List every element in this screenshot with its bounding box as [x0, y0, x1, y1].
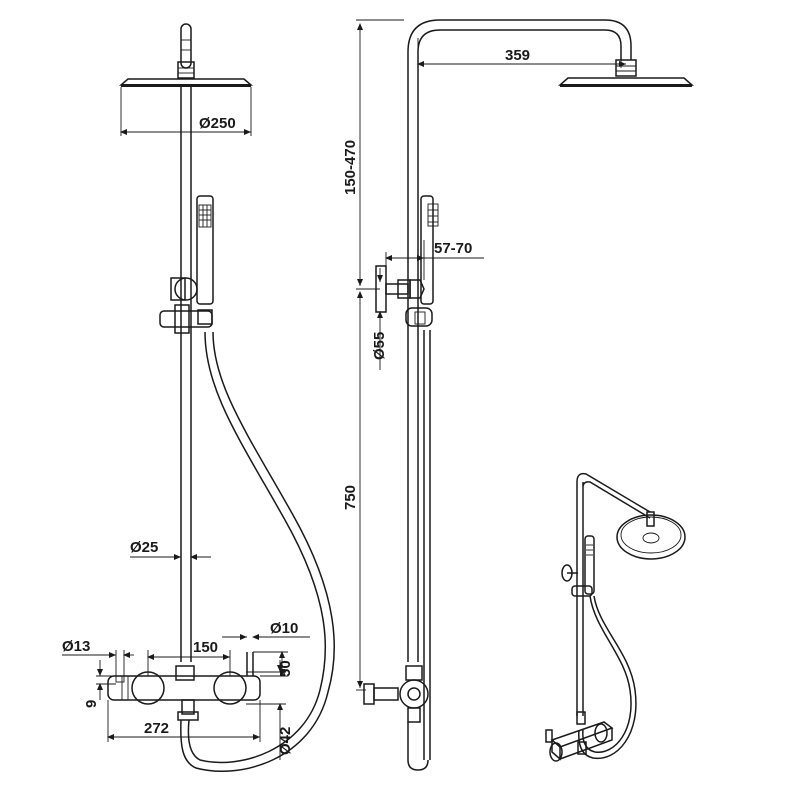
mixer-height-label: 50 — [277, 660, 294, 677]
inlet-spacing-label: 150 — [193, 639, 218, 656]
arm-length-label: 359 — [505, 47, 530, 64]
height-range-label: 150-470 — [342, 140, 359, 195]
wall-offset-label: 57-70 — [434, 240, 472, 257]
front-view — [107, 23, 335, 772]
perspective-hand-shower — [584, 535, 595, 595]
knob-diameter-label: Ø42 — [277, 727, 294, 755]
front-dimensions: Ø250 Ø25 Ø13 150 Ø10 50 9 — [62, 87, 310, 760]
flange-diameter-label: Ø55 — [371, 332, 388, 360]
front-thermostatic-mixer — [107, 652, 261, 721]
perspective-mixer — [545, 711, 614, 762]
rail-height-label: 750 — [342, 485, 359, 510]
inlet-diameter-label: Ø13 — [62, 638, 90, 655]
perspective-view — [545, 472, 686, 762]
mixer-width-label: 272 — [144, 720, 169, 737]
side-overhead-arm — [407, 19, 637, 662]
side-slide-bracket — [405, 307, 433, 327]
front-top-connector — [177, 23, 195, 79]
pipe-diameter-label: Ø25 — [130, 539, 158, 556]
front-slide-bracket — [159, 277, 213, 334]
front-hose — [180, 331, 335, 772]
side-dimensions: 359 150-470 750 57-70 Ø55 — [342, 19, 626, 691]
side-wall-bracket — [375, 265, 425, 313]
front-shower-head — [118, 78, 254, 87]
head-diameter-label: Ø250 — [199, 115, 236, 132]
side-hand-shower — [420, 195, 439, 305]
inlet-offset-label: 9 — [83, 700, 100, 708]
side-mixer — [363, 665, 429, 771]
side-shower-head — [558, 77, 694, 87]
spout-diameter-label: Ø10 — [270, 620, 298, 637]
side-hose — [423, 330, 431, 760]
perspective-shower-head — [616, 514, 686, 560]
side-view — [363, 19, 694, 771]
front-hand-shower — [196, 195, 214, 305]
front-rail-pipe — [180, 87, 192, 662]
perspective-wall-bracket — [561, 564, 593, 597]
